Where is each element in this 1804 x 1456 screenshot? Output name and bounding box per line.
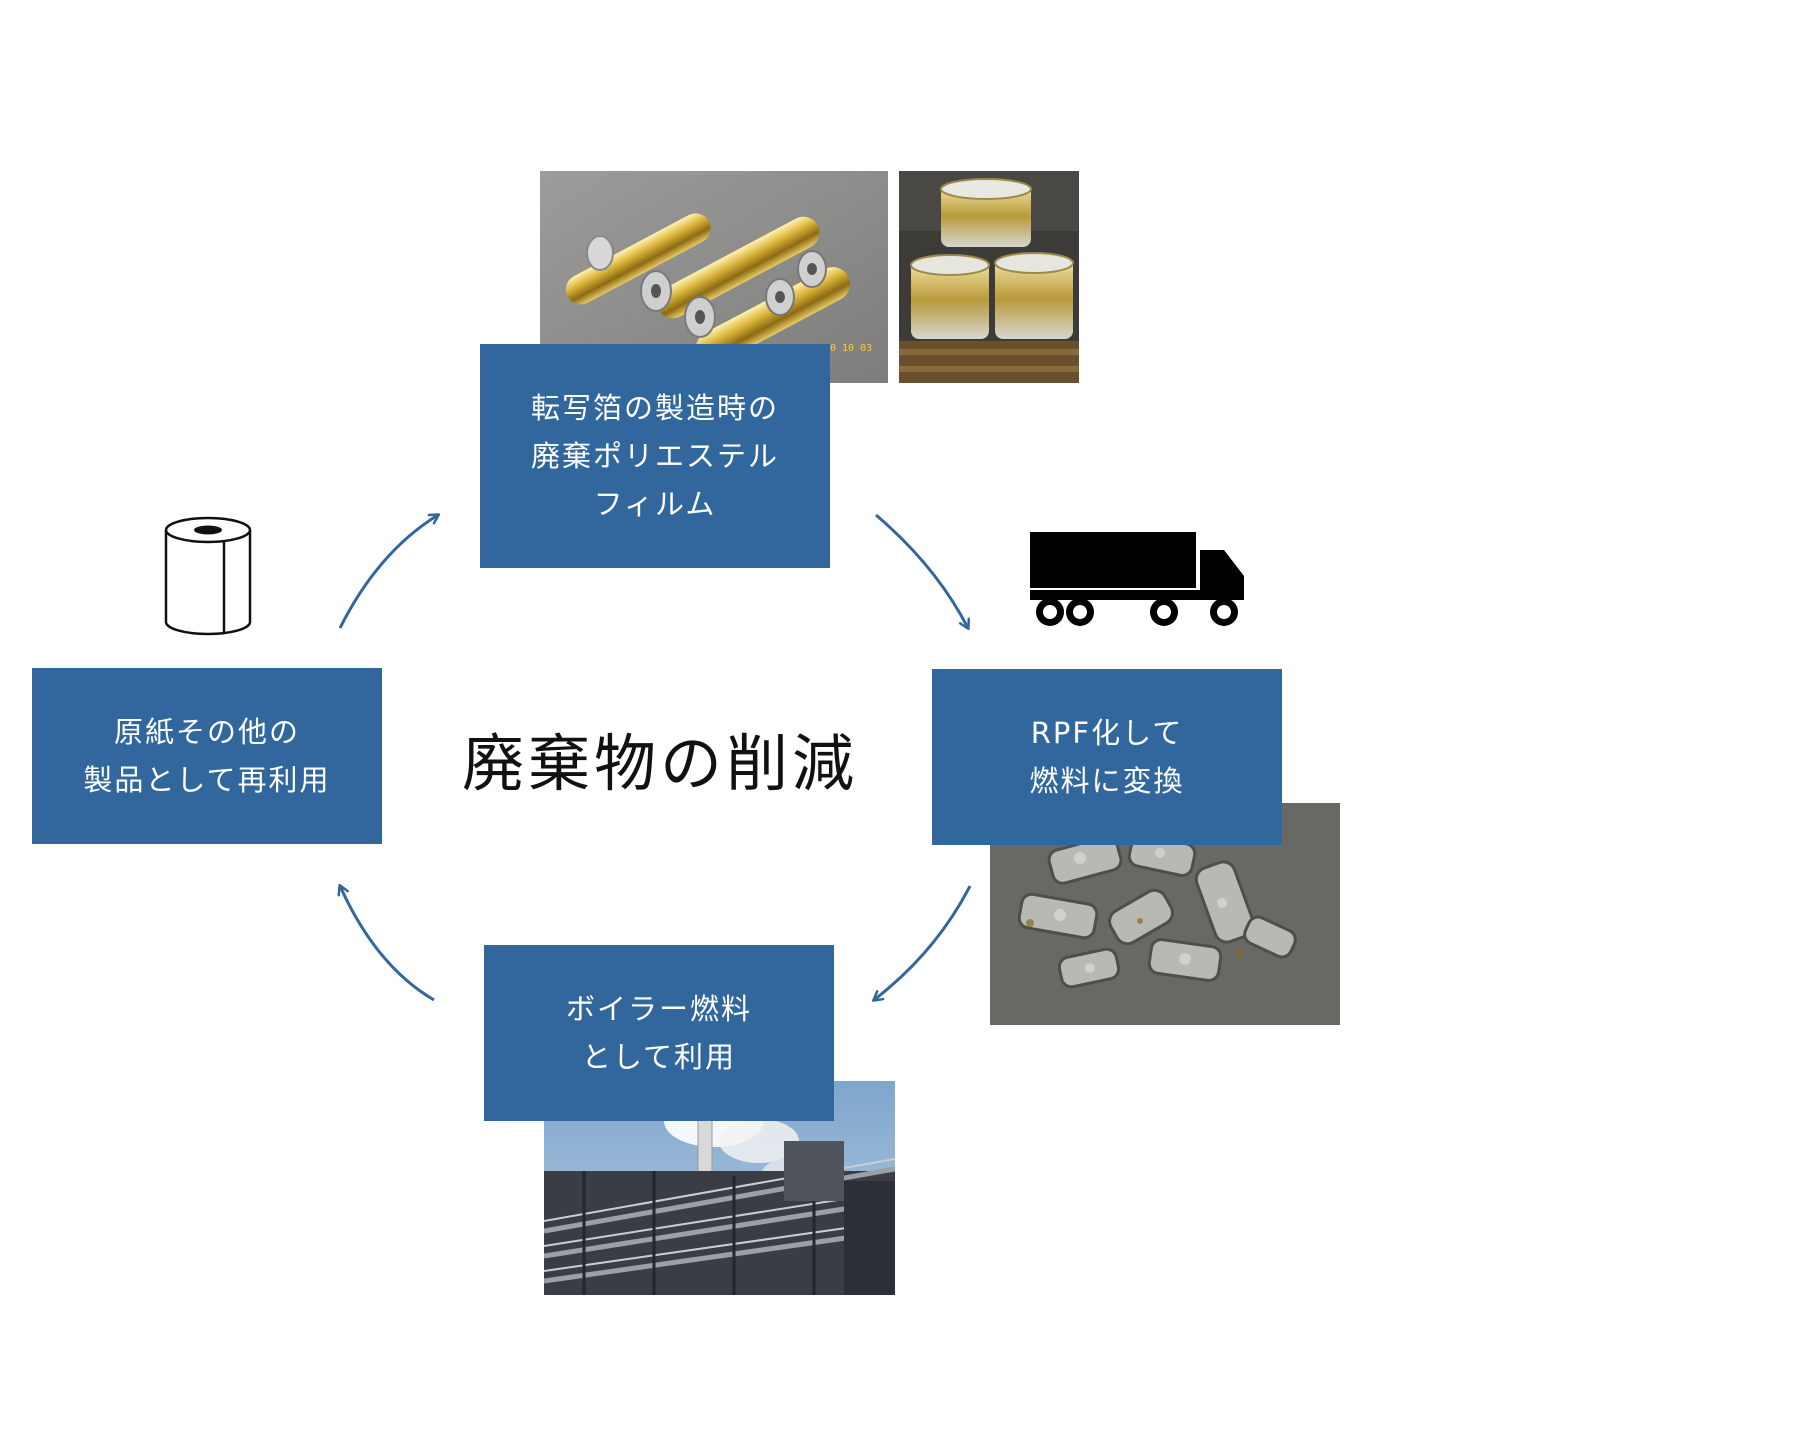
photo-stacked-coils	[899, 171, 1079, 383]
step-box-waste-film: 転写箔の製造時の 廃棄ポリエステル フィルム	[480, 344, 830, 568]
paper-roll-icon	[164, 516, 252, 636]
arrow-left-to-top	[338, 515, 438, 629]
center-title: 廃棄物の削減	[461, 727, 858, 800]
photo-foil-rolls: 0 10 03	[540, 171, 888, 383]
photo-timestamp: 0 10 03	[830, 343, 872, 354]
arrow-right-to-bottom	[874, 885, 972, 1000]
arrow-top-to-right	[875, 513, 968, 628]
truck-icon	[1030, 532, 1244, 626]
arrow-bottom-to-left	[340, 886, 435, 1002]
step-box-rpf-conversion: RPF化して 燃料に変換	[932, 669, 1282, 845]
step-box-reuse-products: 原紙その他の 製品として再利用	[32, 668, 382, 844]
photo-boiler-plant	[544, 1081, 895, 1295]
step-box-boiler-fuel: ボイラー燃料 として利用	[484, 945, 834, 1121]
